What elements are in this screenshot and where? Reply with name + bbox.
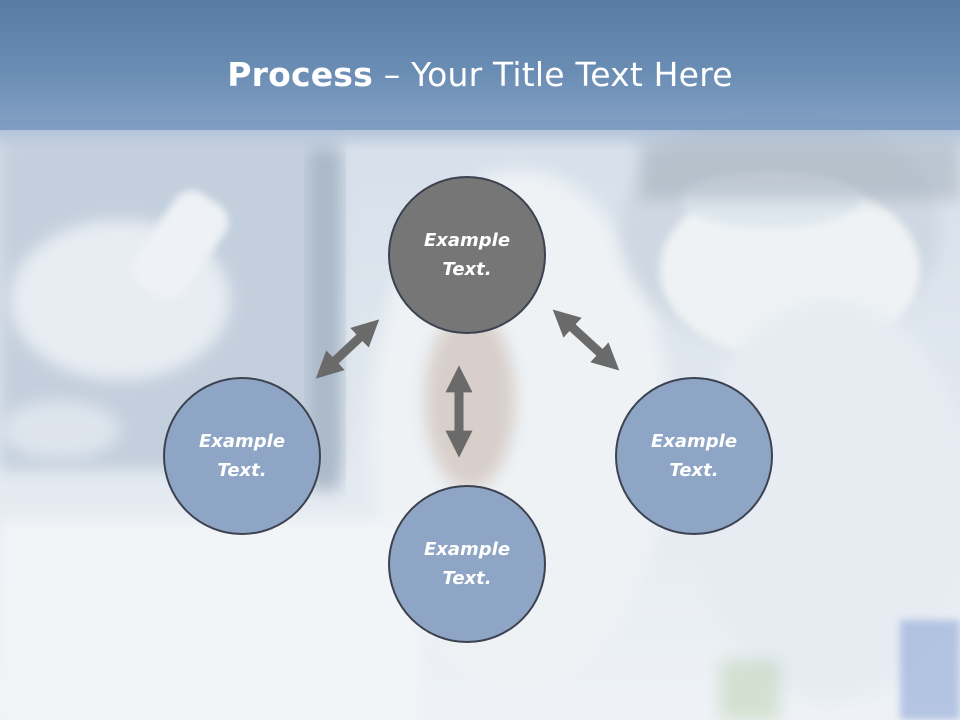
node-bottom: Example Text. bbox=[388, 485, 546, 643]
node-left: Example Text. bbox=[163, 377, 321, 535]
title-strong: Process bbox=[227, 55, 373, 94]
node-top-label: Example Text. bbox=[423, 230, 511, 280]
node-right: Example Text. bbox=[615, 377, 773, 535]
node-right-label: Example Text. bbox=[650, 431, 738, 481]
node-bottom-label: Example Text. bbox=[423, 539, 511, 589]
node-left-label: Example Text. bbox=[198, 431, 286, 481]
title-rest: Your Title Text Here bbox=[411, 55, 733, 94]
node-top: Example Text. bbox=[388, 176, 546, 334]
title-band-fade bbox=[0, 120, 960, 150]
title-separator: – bbox=[373, 55, 412, 94]
title-band bbox=[0, 0, 960, 130]
slide-title: Process – Your Title Text Here bbox=[0, 52, 960, 98]
